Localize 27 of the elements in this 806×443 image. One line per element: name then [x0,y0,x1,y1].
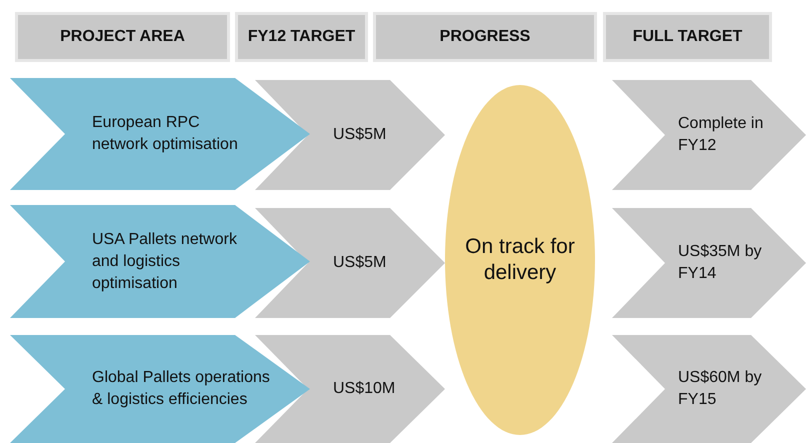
column-heading: PROJECT AREA [59,27,186,47]
chevron-shape [10,205,310,318]
chevron-shape [10,78,310,190]
column-heading: FULL TARGET [632,27,744,47]
chevron-shape [612,80,806,190]
chevron-shape [612,335,806,443]
cell-text: Complete in FY12 [678,114,764,156]
cell-text: US$10M [333,379,396,399]
header-box [15,12,230,62]
column-heading: PROGRESS [438,27,532,47]
chevron-shape [612,208,806,318]
chevron-shape [255,80,445,190]
column-heading: FY12 TARGET [246,27,356,47]
progress-ellipse [445,85,595,435]
cell-text: USA Pallets network and logistics optimisation [92,230,238,294]
header-box [603,12,772,62]
header-box [373,12,597,62]
cell-text: US$60M by FY15 [678,368,763,410]
cell-text: European RPC network optimisation [92,113,239,155]
cell-text: Global Pallets operations & logistics efficiencies [92,368,271,410]
chevron-shape [255,208,445,318]
cell-text: US$5M [333,253,388,273]
header-box [235,12,368,62]
status-text: On track for delivery [464,234,576,286]
cell-text: US$5M [333,125,388,145]
cell-text: US$35M by FY14 [678,242,763,284]
chevron-shape [10,335,310,443]
